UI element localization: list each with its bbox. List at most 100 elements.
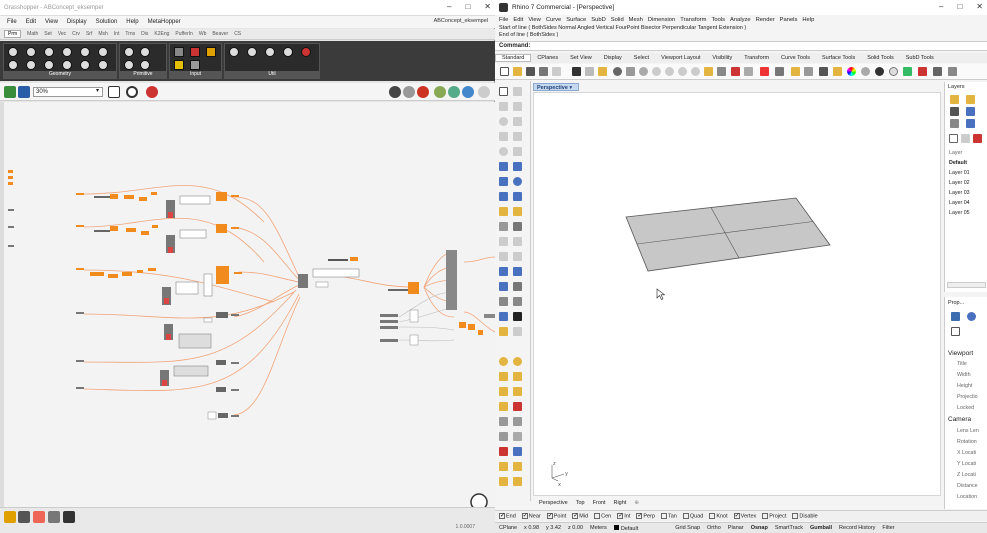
- options-icon[interactable]: [933, 67, 942, 76]
- osnap-toggle[interactable]: Osnap: [750, 525, 768, 531]
- layers-scrollbar[interactable]: [947, 282, 986, 288]
- twist-icon[interactable]: [499, 477, 508, 486]
- rh-tab-set-view[interactable]: Set View: [570, 55, 592, 61]
- select-icon[interactable]: [760, 67, 769, 76]
- material-sphere-icon[interactable]: [861, 67, 870, 76]
- project-icon[interactable]: [513, 432, 522, 441]
- arc-param-icon[interactable]: [98, 47, 108, 57]
- bend-icon[interactable]: [513, 462, 522, 471]
- osnap-mid[interactable]: Mid: [572, 512, 588, 519]
- perspective-viewport[interactable]: z y x: [533, 92, 941, 496]
- rh-tab-viewport-layout[interactable]: Viewport Layout: [661, 55, 701, 61]
- isolate-icon[interactable]: [499, 402, 508, 411]
- integer-param-icon[interactable]: [140, 47, 150, 57]
- layer-icon[interactable]: [819, 67, 828, 76]
- zoom-level-field[interactable]: 30%: [33, 87, 103, 97]
- mesh-icon[interactable]: [513, 207, 522, 216]
- dimension-icon[interactable]: [499, 237, 508, 246]
- array-icon[interactable]: [513, 282, 522, 291]
- padlock-open-icon[interactable]: [513, 417, 522, 426]
- layer-row-01[interactable]: Layer 01: [949, 170, 970, 176]
- undo-icon[interactable]: [613, 67, 622, 76]
- cross-icon[interactable]: [499, 447, 508, 456]
- layers-panel-title[interactable]: Layers: [948, 84, 965, 90]
- rh-tab-solid-tools[interactable]: Solid Tools: [867, 55, 894, 61]
- help-icon[interactable]: [948, 67, 957, 76]
- rh-tab-surface-tools[interactable]: Surface Tools: [822, 55, 856, 61]
- curve-icon[interactable]: [513, 102, 522, 111]
- mirror-icon[interactable]: [499, 282, 508, 291]
- preview-shaded-icon[interactable]: [417, 86, 429, 98]
- new-layer-icon[interactable]: [949, 134, 958, 143]
- chevron-down-icon[interactable]: ▾: [96, 88, 100, 94]
- move-icon[interactable]: [499, 252, 508, 261]
- zoom-extents-icon[interactable]: [108, 86, 120, 98]
- rh-menu-subd[interactable]: SubD: [591, 17, 606, 23]
- boolean-param-icon[interactable]: [124, 47, 134, 57]
- gh-tab-msh[interactable]: Msh: [98, 31, 108, 37]
- sun-icon[interactable]: [967, 312, 976, 321]
- number-param-icon[interactable]: [124, 60, 134, 70]
- rh-menu-mesh[interactable]: Mesh: [628, 17, 643, 23]
- camera-icon[interactable]: [951, 312, 960, 321]
- gh-node-graph[interactable]: [4, 102, 495, 507]
- current-layer[interactable]: Default: [613, 524, 638, 532]
- cplane-icon[interactable]: [744, 67, 753, 76]
- bulb-icon[interactable]: [499, 357, 508, 366]
- preview-off-icon[interactable]: [389, 86, 401, 98]
- unlock-icon[interactable]: [513, 387, 522, 396]
- scale-icon[interactable]: [513, 267, 522, 276]
- osnap-disable[interactable]: Disable: [792, 512, 818, 519]
- padlock-icon[interactable]: [499, 417, 508, 426]
- show-icon[interactable]: [513, 372, 522, 381]
- rh-tab-select[interactable]: Select: [633, 55, 650, 61]
- gh-tab-beaver[interactable]: Beaver: [212, 31, 229, 37]
- gh-menu-display[interactable]: Display: [66, 19, 87, 25]
- flask-icon[interactable]: [301, 47, 311, 57]
- osnap-int[interactable]: Int: [617, 512, 630, 519]
- rh-command-line[interactable]: Command:: [495, 41, 987, 51]
- shaded-icon[interactable]: [833, 67, 842, 76]
- split-icon[interactable]: [513, 297, 522, 306]
- record-history-toggle[interactable]: Record History: [839, 525, 876, 531]
- cage-icon[interactable]: [499, 462, 508, 471]
- mesh-param-icon[interactable]: [44, 60, 54, 70]
- zoom-icon[interactable]: [652, 67, 661, 76]
- gh-tab-int[interactable]: Int: [113, 31, 120, 37]
- surface-param-icon[interactable]: [62, 60, 72, 70]
- bell-icon[interactable]: [966, 107, 975, 116]
- save-icon[interactable]: [526, 67, 535, 76]
- rectangle-icon[interactable]: [499, 132, 508, 141]
- polygon-icon[interactable]: [513, 132, 522, 141]
- osnap-knot[interactable]: Knot: [709, 512, 728, 519]
- hide-icon[interactable]: [499, 372, 508, 381]
- properties-panel-title[interactable]: Prop...: [948, 300, 965, 306]
- rh-menu-curve[interactable]: Curve: [545, 17, 562, 23]
- circle-param-icon[interactable]: [80, 47, 90, 57]
- curve-from-object-icon[interactable]: [499, 432, 508, 441]
- osnap-tan[interactable]: Tan: [660, 512, 677, 519]
- layer-row-02[interactable]: Layer 02: [949, 180, 970, 186]
- rh-menu-file[interactable]: File: [499, 17, 509, 23]
- field-param-icon[interactable]: [98, 60, 108, 70]
- trim-icon[interactable]: [499, 297, 508, 306]
- eye-icon[interactable]: [126, 86, 138, 98]
- gh-canvas[interactable]: [4, 102, 495, 507]
- panel-icon[interactable]: [174, 47, 184, 57]
- value-list-icon[interactable]: [206, 47, 216, 57]
- rotate-view-icon[interactable]: [639, 67, 648, 76]
- plane-param-icon[interactable]: [80, 60, 90, 70]
- gh-tab-prm[interactable]: Prm: [4, 30, 22, 38]
- filter-toggle[interactable]: Filter: [882, 525, 895, 531]
- rh-tab-display[interactable]: Display: [603, 55, 622, 61]
- number-slider-icon[interactable]: [190, 60, 200, 70]
- rh-menu-surface[interactable]: Surface: [566, 17, 587, 23]
- viewport-tab-top[interactable]: Top: [575, 500, 585, 506]
- cluster-icon[interactable]: [229, 47, 239, 57]
- rotate-icon[interactable]: [499, 267, 508, 276]
- grip-icon[interactable]: [775, 67, 784, 76]
- osnap-vertex[interactable]: Vertex: [733, 512, 756, 519]
- gh-menu-view[interactable]: View: [45, 19, 58, 25]
- join-icon[interactable]: [499, 312, 508, 321]
- gumball-toggle[interactable]: Gumball: [810, 525, 833, 531]
